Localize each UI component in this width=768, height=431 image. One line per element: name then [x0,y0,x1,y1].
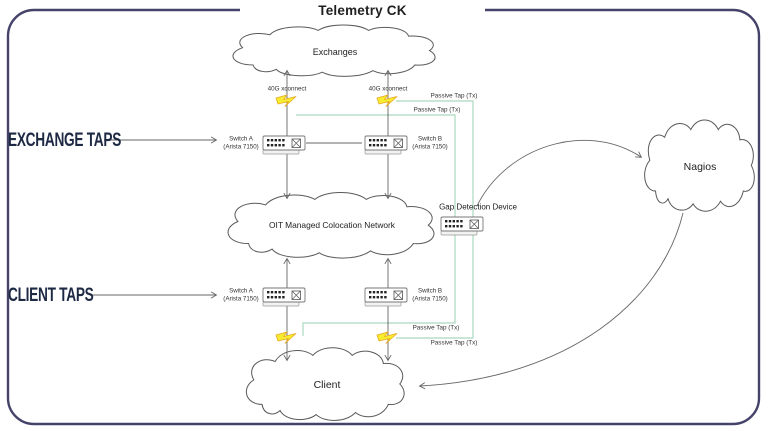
link-gap-device-nagios [476,139,643,207]
link-nagios-client [418,212,684,390]
exchange-switch-b-label: Switch B (Arista 7150) [412,135,447,151]
exchange-switch-b-icon [364,135,408,155]
tap-line-bottom-outer [396,218,474,339]
client-switch-b-label: Switch B (Arista 7150) [412,287,447,303]
switch-model: (Arista 7150) [223,143,259,150]
tap-line-bottom-inner [302,218,456,336]
switch-model: (Arista 7150) [412,295,448,302]
exchange-switch-a-icon [262,135,306,155]
tap-line-top-inner [296,114,456,232]
client-taps-heading: CLIENT TAPS [8,285,94,306]
xconnect-left-label: 40G xconnect [267,85,307,93]
gap-detection-device-icon [440,216,484,236]
switch-name: Switch B [417,287,443,295]
exchange-switch-a-label: Switch A (Arista 7150) [223,135,258,151]
switch-name: Switch A [229,135,253,143]
exchanges-cloud-label: Exchanges [312,46,358,57]
passive-tap-bottom-inner-label: Passive Tap (Tx) [412,324,460,332]
client-cloud-label: Client [313,378,341,391]
client-switch-a-label: Switch A (Arista 7150) [223,287,258,303]
gap-detection-device-label: Gap Detection Device [439,202,517,212]
tap-line-top-outer [396,100,474,232]
exchange-taps-heading: EXCHANGE TAPS [8,130,122,151]
client-switch-b-icon [364,287,408,307]
nagios-cloud-label: Nagios [683,160,717,173]
passive-tap-lines [296,100,474,339]
switch-model: (Arista 7150) [412,143,448,150]
title-band: Telemetry CK [240,1,485,19]
tap-bolt-bottom-right-icon [376,331,398,344]
switch-name: Switch B [417,135,443,143]
tap-bolt-bottom-left-icon [275,331,297,344]
page-title: Telemetry CK [318,2,407,18]
xconnect-right-label: 40G xconnect [368,85,408,93]
tap-bolt-top-left-icon [275,94,297,107]
tap-bolt-top-right-icon [376,94,398,107]
passive-tap-top-outer-label: Passive Tap (Tx) [430,92,478,100]
client-switch-a-icon [262,287,306,307]
passive-tap-top-inner-label: Passive Tap (Tx) [413,106,461,114]
switch-name: Switch A [229,287,253,295]
switch-model: (Arista 7150) [223,295,259,302]
network-links [92,69,684,390]
passive-tap-bottom-outer-label: Passive Tap (Tx) [430,339,478,347]
oit-cloud-label: OIT Managed Colocation Network [269,220,395,231]
